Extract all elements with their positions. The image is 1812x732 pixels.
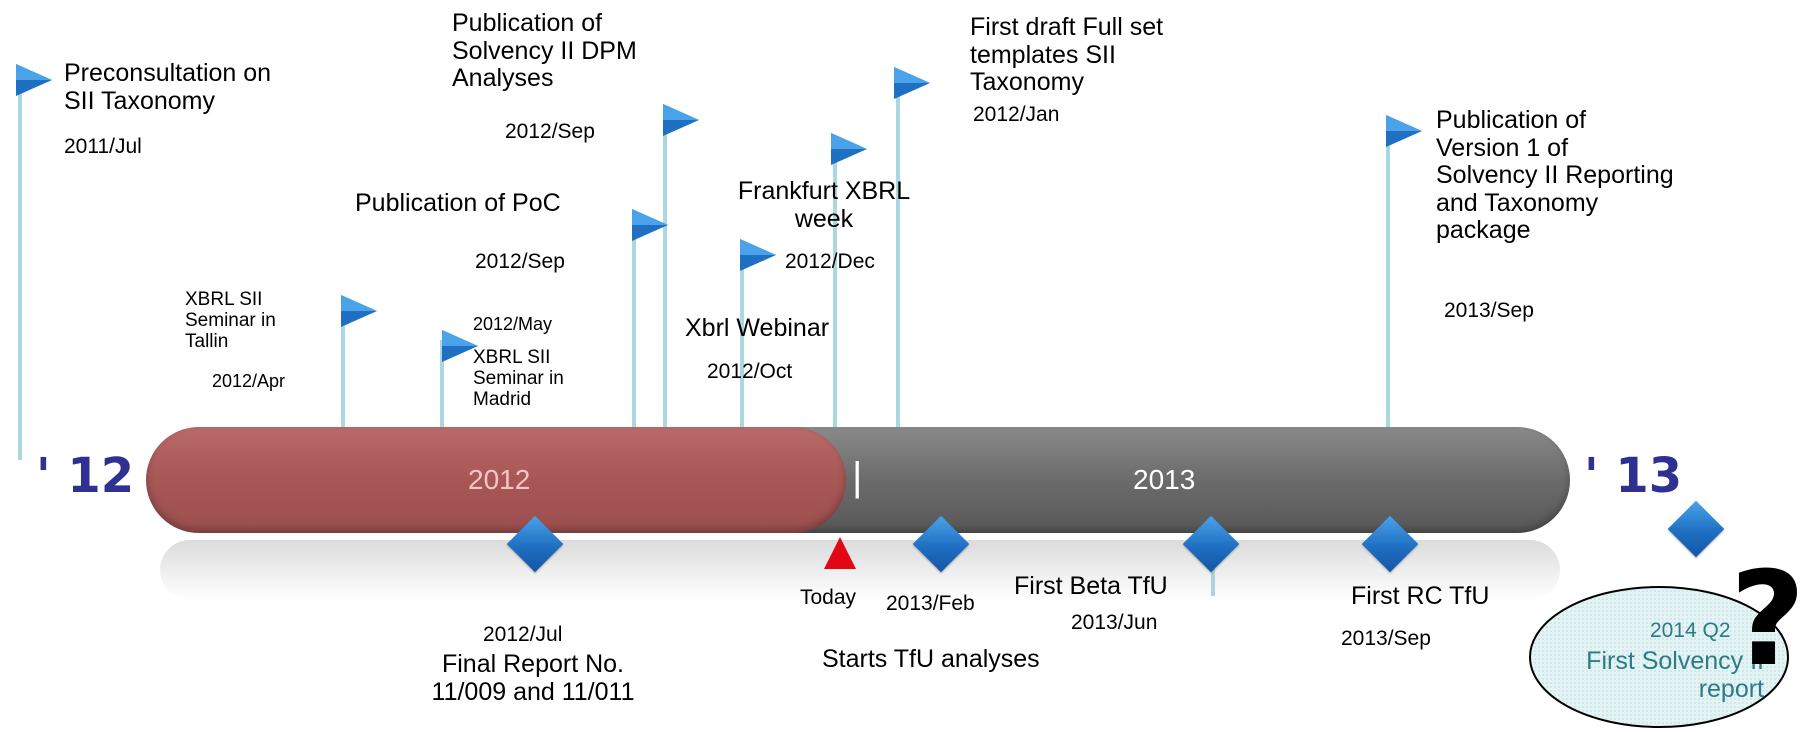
- event-date: 2013/Feb: [886, 592, 975, 615]
- flag-icon: [16, 64, 52, 96]
- flag-icon: [1386, 115, 1422, 147]
- event-date: 2011/Jul: [64, 135, 142, 158]
- diamond-icon: [1667, 500, 1725, 558]
- flag-pole: [833, 150, 837, 428]
- timeline-separator: |: [852, 455, 863, 499]
- event-title: First draft Full set templates SII Taxon…: [970, 13, 1164, 96]
- event-date: 2012/Jan: [973, 103, 1060, 126]
- timeline-bar-2013: [780, 427, 1570, 533]
- event-title: XBRL SII Seminar in Tallin: [185, 289, 276, 352]
- event-date: 2013/Sep: [1341, 627, 1431, 650]
- timeline-label-2012: 2012: [468, 464, 531, 495]
- event-date: 2012/Jul: [483, 623, 563, 646]
- flag-icon: [442, 330, 478, 362]
- flag-pole: [1386, 130, 1390, 430]
- event-title: Xbrl Webinar: [685, 314, 830, 342]
- future-date: 2014 Q2: [1650, 619, 1731, 642]
- event-date: 2013/Sep: [1444, 299, 1534, 322]
- flag-pole: [896, 80, 900, 428]
- future-title: First Solvency II report: [1586, 647, 1764, 703]
- flag-icon: [894, 67, 930, 99]
- timeline-label-2013: 2013: [1133, 464, 1196, 495]
- event-title: XBRL SII Seminar in Madrid: [473, 347, 564, 410]
- event-title: Publication of PoC: [355, 189, 561, 217]
- event-date: 2012/Apr: [212, 371, 286, 391]
- event-date: 2012/Sep: [475, 250, 565, 273]
- end-year-marker: ' 13: [1584, 448, 1683, 504]
- event-title: Publication of Version 1 of Solvency II …: [1436, 106, 1674, 244]
- event-date: 2013/Jun: [1071, 611, 1158, 634]
- flag-pole: [740, 245, 744, 430]
- flag-pole: [663, 120, 667, 428]
- question-mark-icon: ?: [1730, 543, 1806, 695]
- flag-pole: [18, 80, 22, 460]
- timeline-reflection: [160, 540, 1560, 600]
- flag-icon: [632, 209, 668, 241]
- flag-icon: [663, 104, 699, 136]
- triangle-marker-icon: [824, 537, 856, 569]
- flag-icon: [341, 295, 377, 327]
- event-title: First RC TfU: [1351, 582, 1490, 610]
- event-title: Frankfurt XBRL week: [737, 177, 911, 233]
- event-date: 2012/Dec: [785, 250, 875, 273]
- event-date: 2012/May: [473, 314, 553, 334]
- flag-pole: [341, 310, 345, 430]
- flag-icon: [831, 133, 867, 165]
- event-title: Preconsultation on SII Taxonomy: [64, 59, 272, 115]
- flag-icon: [740, 239, 776, 271]
- event-title: Starts TfU analyses: [822, 645, 1040, 673]
- event-title: First Beta TfU: [1014, 572, 1168, 600]
- timeline-bar-2012: [146, 427, 846, 533]
- event-title: Publication of Solvency II DPM Analyses: [452, 9, 637, 92]
- event-date: 2012/Oct: [707, 360, 793, 383]
- today-label: Today: [800, 586, 857, 609]
- start-year-marker: ' 12: [36, 448, 135, 504]
- flag-pole: [632, 220, 636, 428]
- event-date: 2012/Sep: [505, 120, 595, 143]
- event-title: Final Report No. 11/009 and 11/011: [431, 650, 635, 706]
- flag-pole: [440, 340, 444, 432]
- future-callout-ellipse: [1529, 586, 1789, 728]
